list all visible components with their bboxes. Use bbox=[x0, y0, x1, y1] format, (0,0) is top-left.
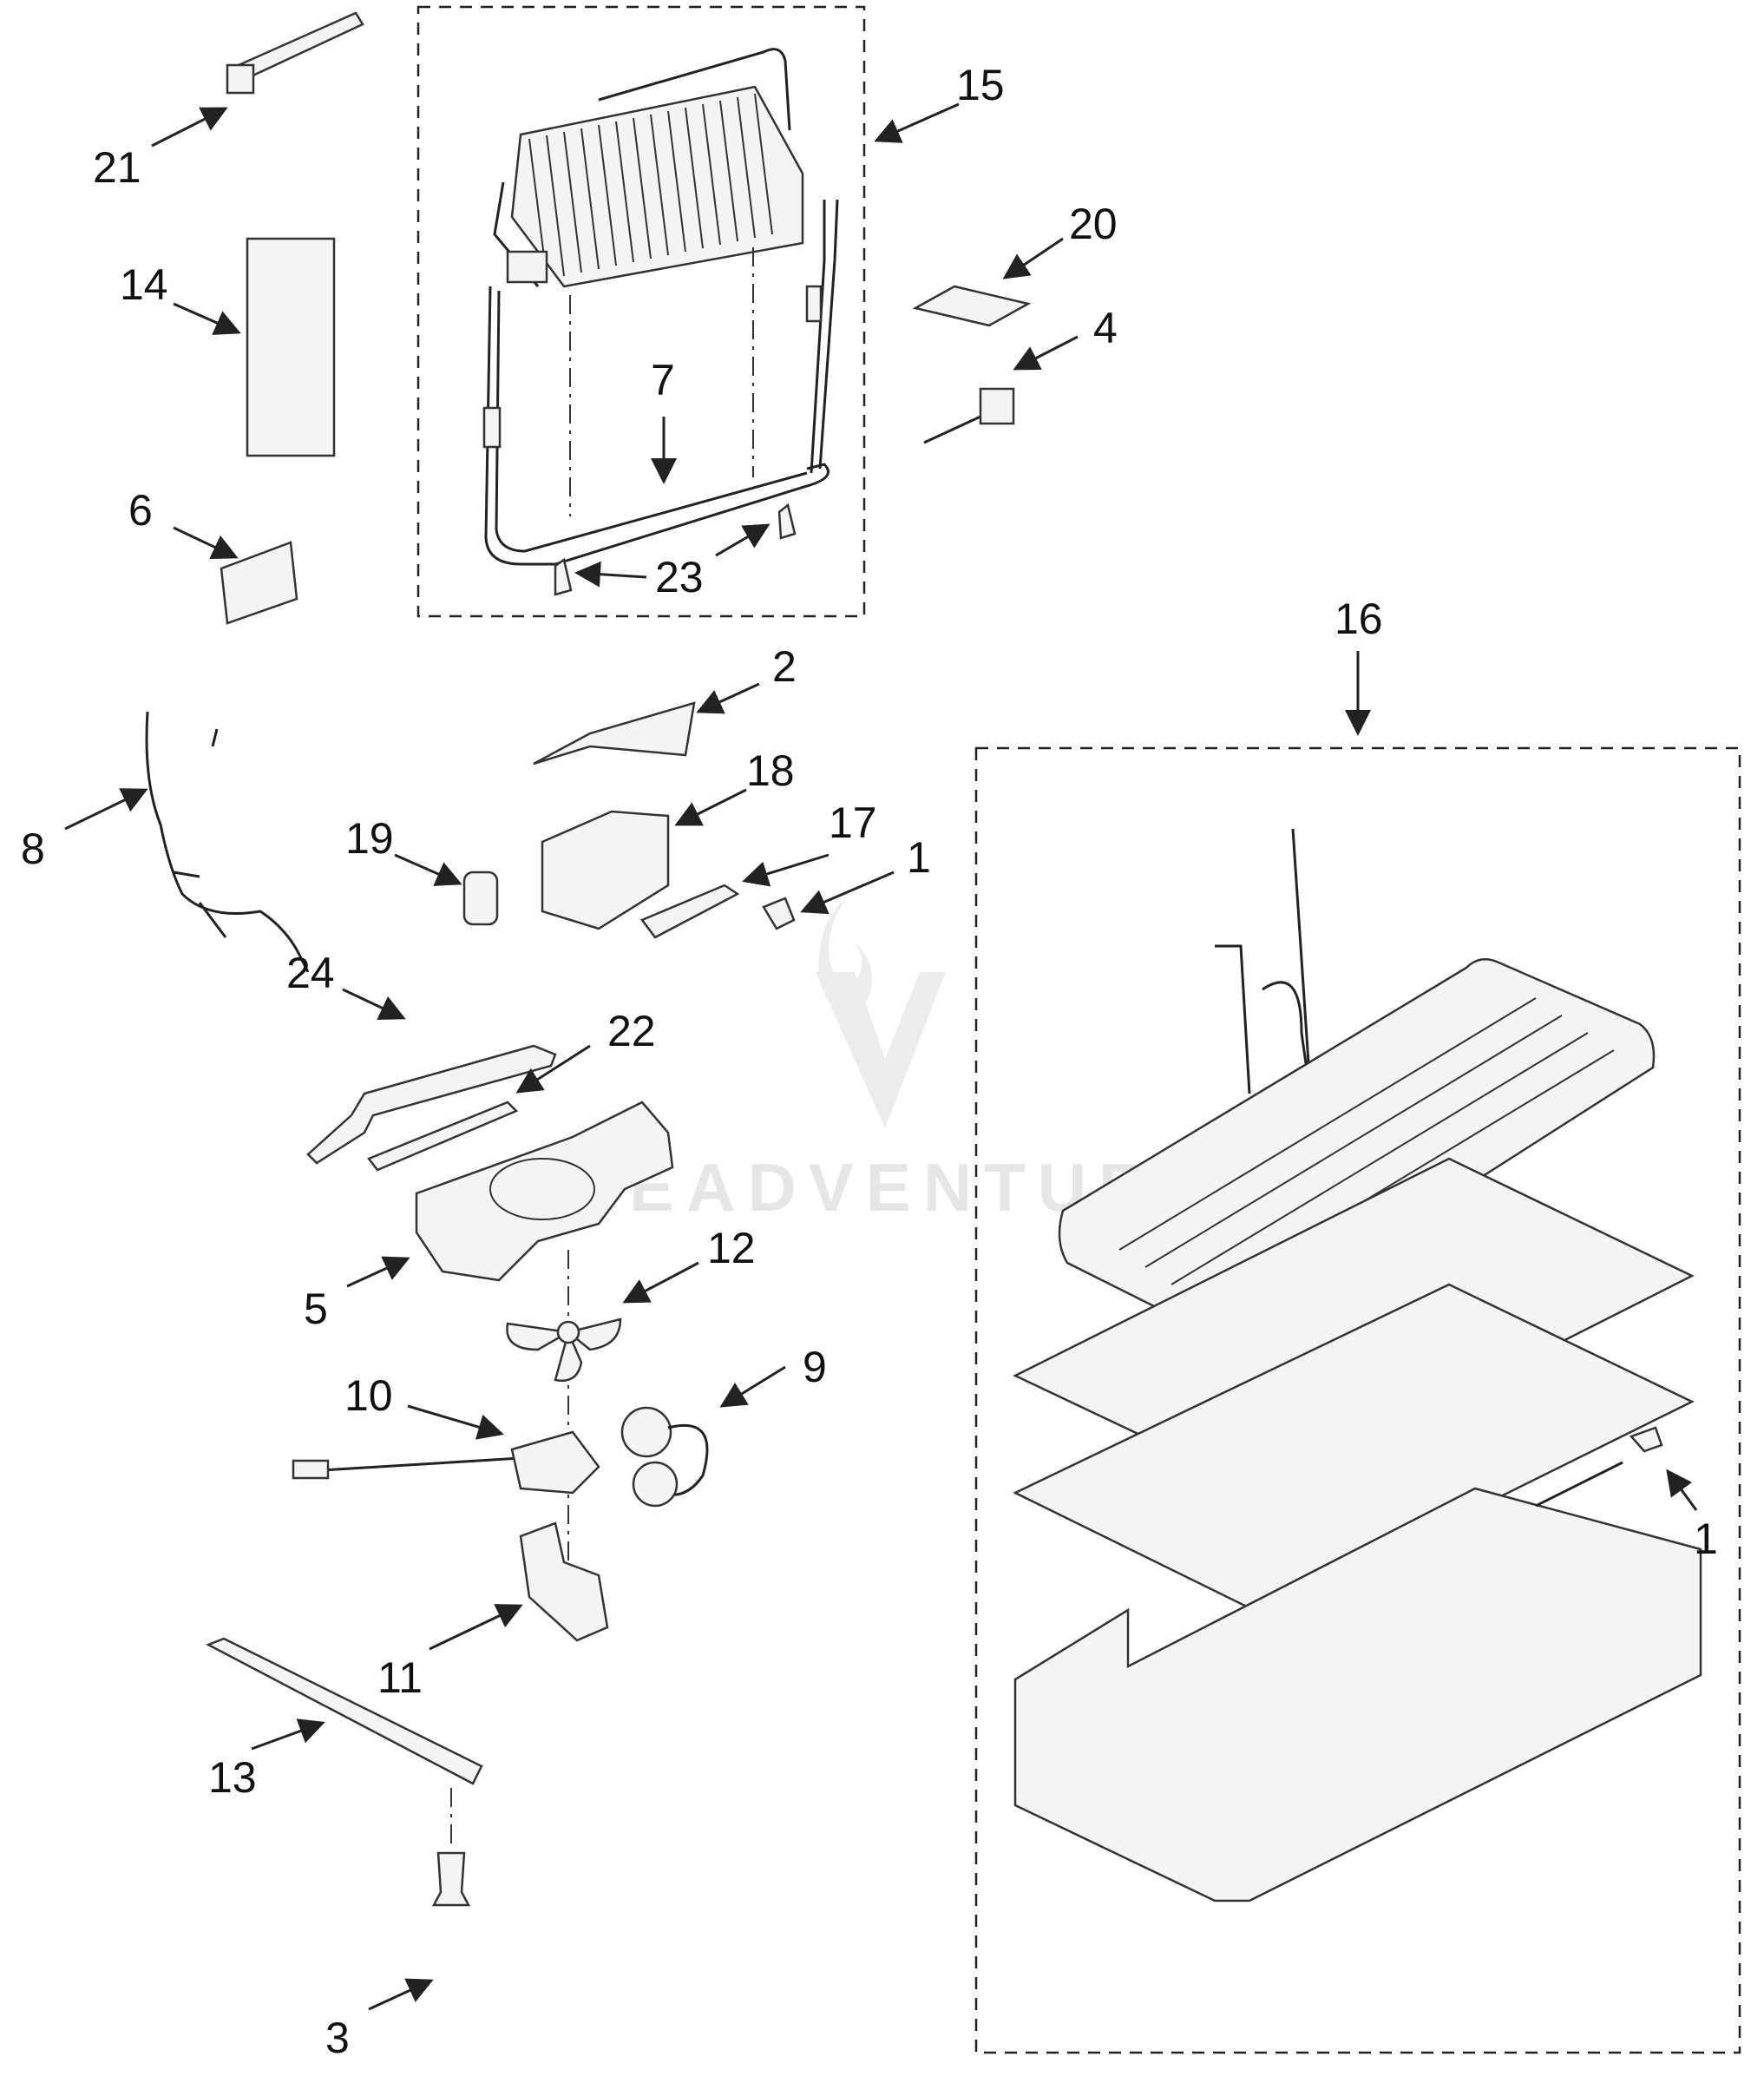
arrow-14 bbox=[173, 302, 241, 335]
callout-17: 17 bbox=[829, 798, 877, 847]
callout-labels: 21 14 6 15 7 23 20 4 8 2 18 17 1 19 24 2… bbox=[21, 61, 1718, 2062]
arrow-1b bbox=[1666, 1469, 1698, 1511]
arrow-19 bbox=[394, 853, 462, 886]
callout-1-right: 1 bbox=[1694, 1515, 1718, 1563]
cable-tie bbox=[226, 11, 364, 95]
arrow-11 bbox=[429, 1604, 523, 1651]
callout-9: 9 bbox=[803, 1343, 827, 1391]
insulation-sheet-bottom bbox=[1013, 1283, 1695, 1616]
fan-blade bbox=[506, 1317, 622, 1383]
evaporator-assembly-group bbox=[416, 5, 866, 618]
callout-21: 21 bbox=[93, 143, 141, 192]
callout-14: 14 bbox=[120, 260, 168, 309]
defrost-heater bbox=[482, 199, 839, 566]
arrow-23a bbox=[574, 561, 647, 588]
arrow-20 bbox=[1002, 237, 1064, 279]
mounting-plate bbox=[912, 285, 1032, 327]
screw-bottom bbox=[431, 1851, 471, 1907]
seal-strip bbox=[367, 1101, 519, 1172]
drain-pan-cover bbox=[1013, 1487, 1702, 1902]
callout-16: 16 bbox=[1334, 595, 1383, 643]
drain-pan-group bbox=[974, 746, 1741, 2054]
motor-bracket-assembly bbox=[620, 1406, 709, 1508]
callout-13: 13 bbox=[208, 1753, 257, 1802]
arrow-12 bbox=[622, 1261, 699, 1304]
arrow-13 bbox=[251, 1718, 325, 1751]
callout-20: 20 bbox=[1069, 200, 1118, 248]
callout-15: 15 bbox=[956, 61, 1005, 109]
callout-23: 23 bbox=[655, 553, 704, 601]
arrow-22 bbox=[515, 1044, 591, 1094]
callout-11: 11 bbox=[377, 1653, 423, 1702]
insulation-strip bbox=[246, 237, 336, 457]
arrow-4 bbox=[1013, 335, 1079, 371]
callout-19: 19 bbox=[345, 814, 394, 863]
callout-3: 3 bbox=[325, 2014, 350, 2062]
heater-clip-right bbox=[777, 503, 797, 540]
callout-12: 12 bbox=[707, 1224, 756, 1272]
callout-2: 2 bbox=[772, 642, 797, 691]
arrow-10 bbox=[407, 1404, 504, 1440]
wire-harness bbox=[145, 711, 310, 973]
callout-10: 10 bbox=[344, 1371, 393, 1420]
heater-clip-left bbox=[554, 557, 573, 596]
fan-motor bbox=[292, 1430, 600, 1495]
arrow-17 bbox=[742, 853, 830, 887]
callout-1-top: 1 bbox=[907, 833, 931, 882]
arrow-15 bbox=[874, 102, 960, 143]
screw-top bbox=[762, 897, 796, 930]
callout-18: 18 bbox=[746, 746, 795, 795]
screw-right bbox=[1629, 1426, 1663, 1453]
evaporator-group-box bbox=[416, 5, 866, 618]
callout-7: 7 bbox=[651, 356, 675, 404]
trim-rail bbox=[205, 1637, 483, 1785]
shroud-opening bbox=[489, 1158, 595, 1220]
motor-mount bbox=[519, 1521, 609, 1642]
capacitor bbox=[462, 871, 499, 926]
arrow-5 bbox=[346, 1256, 410, 1288]
leader-arrows bbox=[64, 102, 1698, 2011]
callout-4: 4 bbox=[1093, 304, 1118, 352]
callout-8: 8 bbox=[21, 825, 45, 873]
fan-shroud bbox=[415, 1101, 674, 1282]
arrow-3 bbox=[368, 1978, 434, 2011]
arrow-8 bbox=[64, 788, 148, 831]
defrost-thermostat bbox=[923, 387, 1015, 444]
arrow-21 bbox=[151, 107, 228, 148]
foam-pad bbox=[220, 541, 298, 625]
arrow-18 bbox=[674, 788, 747, 826]
support-rail bbox=[306, 1044, 557, 1165]
drain-pan-group-box bbox=[974, 746, 1741, 2054]
arrow-2 bbox=[696, 682, 760, 714]
arrow-9 bbox=[719, 1365, 786, 1408]
cover-plate bbox=[640, 884, 740, 939]
callout-5: 5 bbox=[304, 1285, 328, 1333]
duct-cover bbox=[533, 701, 696, 766]
arrow-24 bbox=[342, 988, 406, 1021]
drain-pan bbox=[1058, 957, 1656, 1337]
callout-6: 6 bbox=[128, 486, 153, 535]
arrow-23b bbox=[715, 523, 771, 557]
callout-24: 24 bbox=[286, 949, 335, 997]
evaporator-coil bbox=[493, 48, 804, 288]
arrow-1a bbox=[800, 871, 895, 915]
callout-22: 22 bbox=[607, 1007, 656, 1055]
housing-box bbox=[541, 810, 670, 930]
arrow-6 bbox=[173, 526, 239, 560]
drain-tube bbox=[1291, 828, 1312, 1090]
